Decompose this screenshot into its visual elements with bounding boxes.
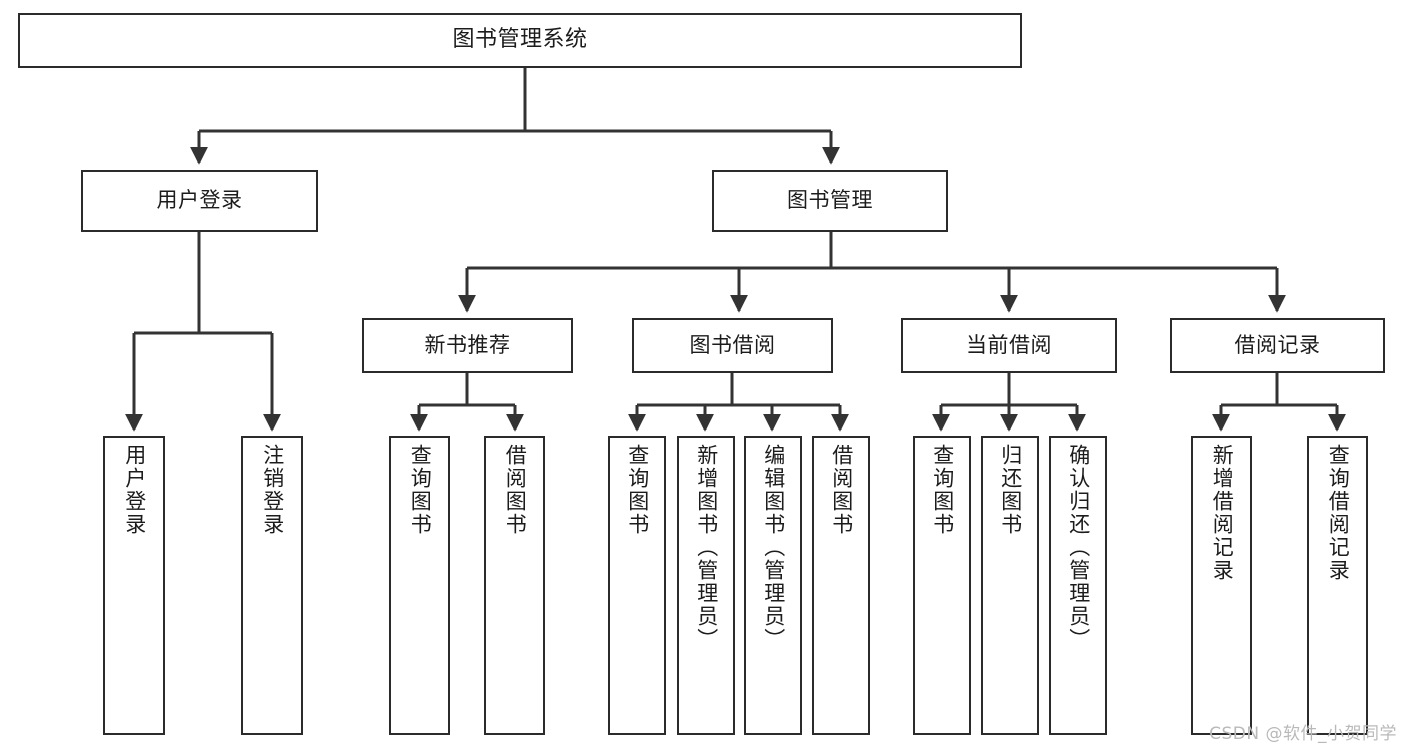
node-label: 借阅图书: [503, 444, 528, 536]
node-label: 图书管理: [787, 188, 873, 213]
node-new-book-recommend[interactable]: 新书推荐: [362, 318, 573, 373]
node-label: 归还图书: [998, 444, 1023, 536]
leaf-add-borrow-record[interactable]: 新增借阅记录: [1191, 436, 1252, 735]
node-borrow-record[interactable]: 借阅记录: [1170, 318, 1385, 373]
leaf-borrow-book[interactable]: 借阅图书: [812, 436, 870, 735]
leaf-return-book[interactable]: 归还图书: [981, 436, 1039, 735]
leaf-user-logout[interactable]: 注销登录: [241, 436, 303, 735]
node-label: 注销登录: [260, 444, 285, 536]
leaf-query-book-current[interactable]: 查询图书: [913, 436, 971, 735]
node-label: 查询图书: [930, 444, 955, 536]
node-label: 确认归还（管理员）: [1066, 444, 1091, 651]
node-label: 编辑图书（管理员）: [761, 444, 786, 651]
leaf-query-book-borrow[interactable]: 查询图书: [608, 436, 666, 735]
leaf-borrow-book-recommend[interactable]: 借阅图书: [484, 436, 545, 735]
node-label: 用户登录: [122, 444, 147, 536]
node-label: 借阅图书: [829, 444, 854, 536]
leaf-query-borrow-record[interactable]: 查询借阅记录: [1307, 436, 1368, 735]
node-label: 借阅记录: [1234, 332, 1321, 357]
leaf-confirm-return-admin[interactable]: 确认归还（管理员）: [1049, 436, 1107, 735]
node-label: 图书借阅: [689, 332, 776, 357]
node-book-management[interactable]: 图书管理: [712, 170, 948, 232]
node-root-library-system[interactable]: 图书管理系统: [18, 13, 1022, 68]
node-label: 新增借阅记录: [1210, 444, 1235, 582]
watermark: CSDN @软件_小贺同学: [1209, 724, 1397, 744]
node-label: 图书管理系统: [452, 27, 588, 53]
leaf-query-book-recommend[interactable]: 查询图书: [389, 436, 450, 735]
leaf-user-login[interactable]: 用户登录: [103, 436, 165, 735]
node-label: 查询借阅记录: [1326, 444, 1351, 582]
node-label: 查询图书: [625, 444, 650, 536]
leaf-edit-book-admin[interactable]: 编辑图书（管理员）: [744, 436, 802, 735]
node-book-borrow[interactable]: 图书借阅: [632, 318, 833, 373]
node-label: 查询图书: [408, 444, 433, 536]
node-label: 新增图书（管理员）: [694, 444, 719, 651]
node-label: 用户登录: [156, 188, 243, 213]
node-user-login[interactable]: 用户登录: [81, 170, 318, 232]
node-label: 当前借阅: [966, 332, 1052, 357]
node-label: 新书推荐: [424, 332, 511, 357]
node-current-borrow[interactable]: 当前借阅: [901, 318, 1117, 373]
leaf-add-book-admin[interactable]: 新增图书（管理员）: [677, 436, 735, 735]
